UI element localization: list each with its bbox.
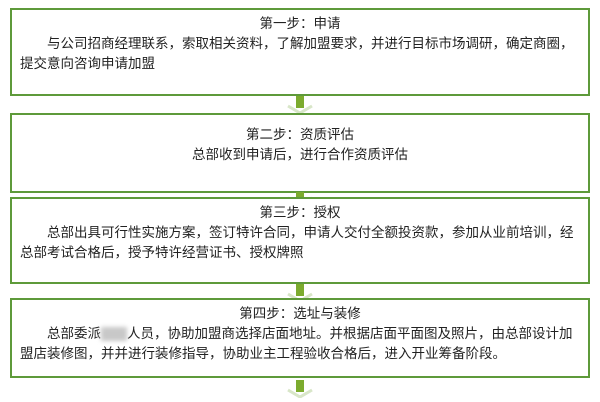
step-1-title: 第一步：申请 — [259, 16, 341, 32]
blurred-text — [101, 327, 127, 341]
step-4-box: 第四步：选址与装修 总部委派人员，协助加盟商选择店面地址。并根据店面平面图及照片… — [10, 298, 590, 378]
step-4-body: 总部委派人员，协助加盟商选择店面地址。并根据店面平面图及照片，由总部设计加盟店装… — [20, 324, 580, 364]
step-2-box: 第二步：资质评估 总部收到申请后，进行合作资质评估 — [10, 113, 590, 193]
step-3-box: 第三步：授权 总部出具可行性实施方案，签订特许合同，申请人交付全额投资款，参加从… — [10, 197, 590, 284]
arrow-down-icon — [287, 380, 313, 398]
step-4-body-post: 人员，协助加盟商选择店面地址。并根据店面平面图及照片，由总部设计加盟店装修图，并… — [20, 326, 573, 362]
step-3-title: 第三步：授权 — [259, 205, 341, 221]
arrow-down-icon — [287, 96, 313, 114]
step-4-title: 第四步：选址与装修 — [239, 306, 361, 322]
step-3-body: 总部出具可行性实施方案，签订特许合同，申请人交付全额投资款，参加从业前培训，经总… — [20, 225, 574, 261]
step-1-body: 与公司招商经理联系，索取相关资料，了解加盟要求，并进行目标市场调研，确定商圈，提… — [20, 36, 574, 72]
step-2-body: 总部收到申请后，进行合作资质评估 — [192, 147, 408, 163]
step-2-title: 第二步：资质评估 — [246, 127, 354, 143]
step-1-box: 第一步：申请 与公司招商经理联系，索取相关资料，了解加盟要求，并进行目标市场调研… — [10, 8, 590, 96]
step-4-body-pre: 总部委派 — [47, 326, 101, 342]
